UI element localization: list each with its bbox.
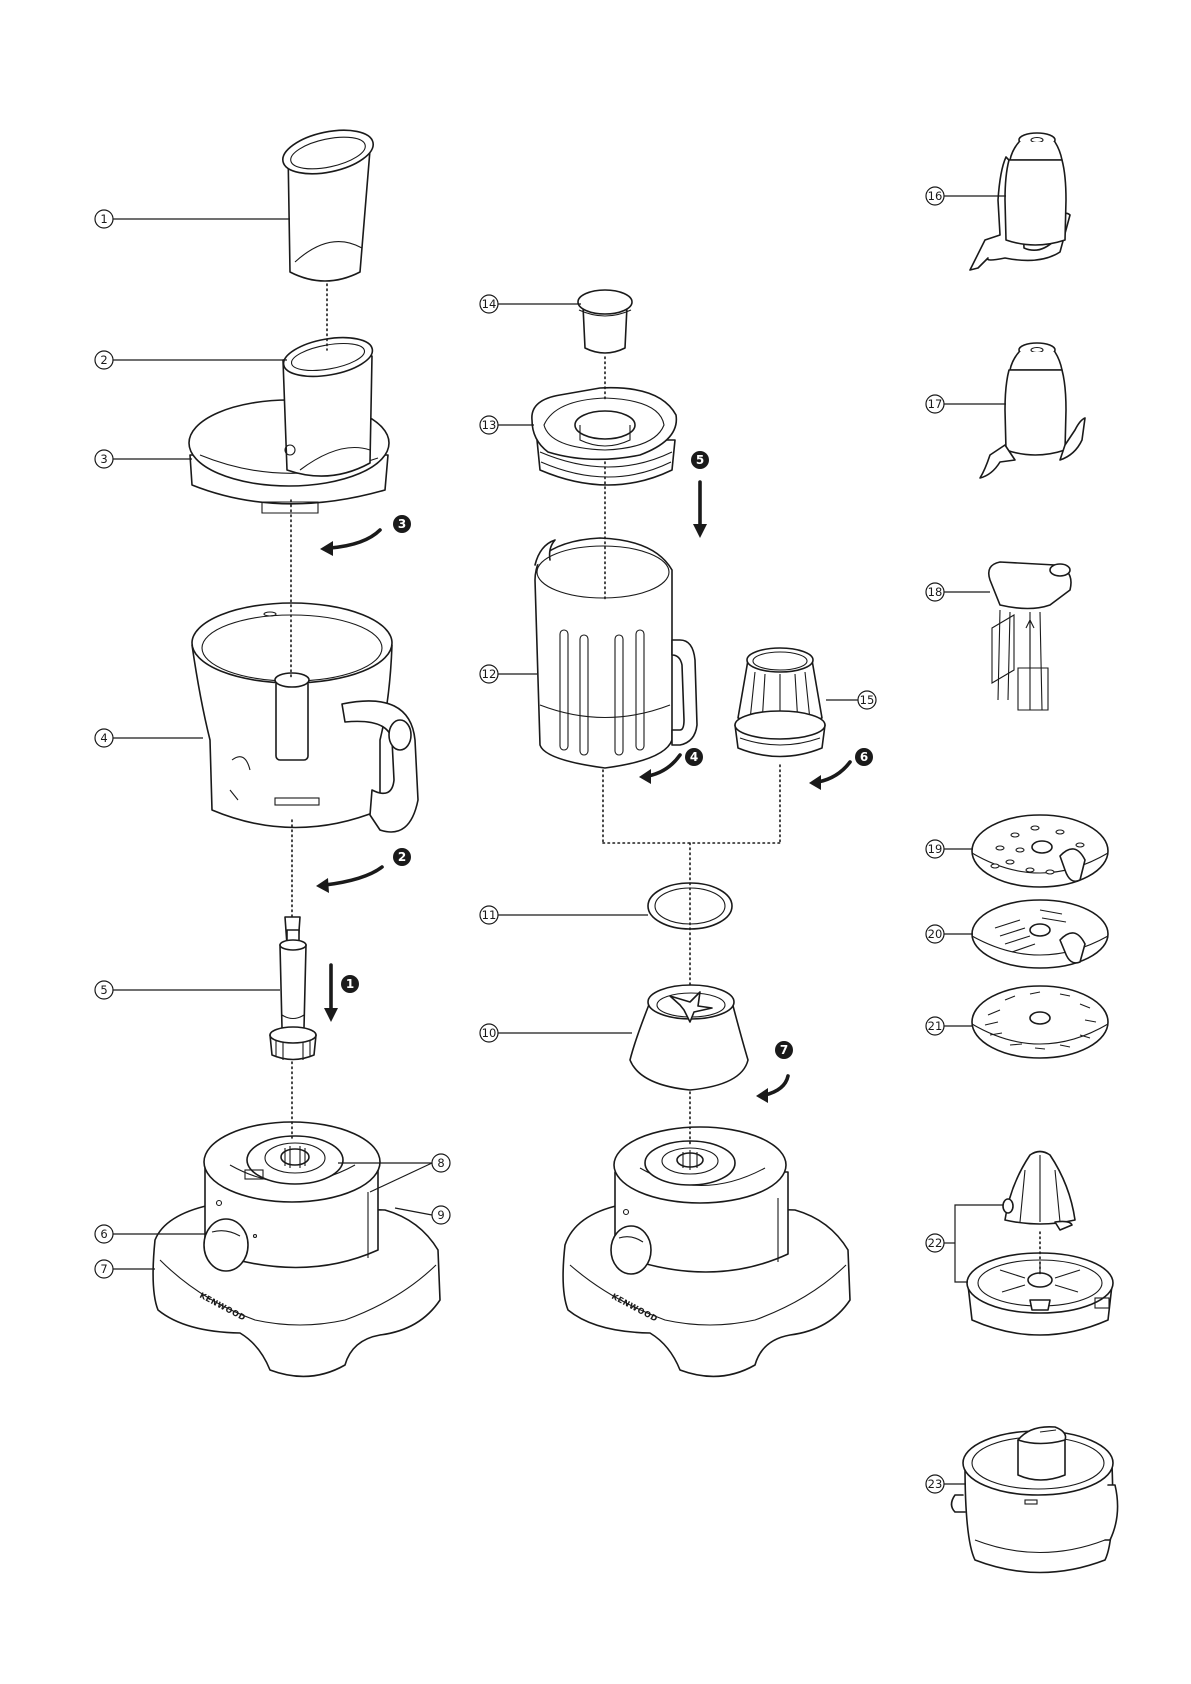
svg-text:5: 5	[696, 453, 704, 467]
mill-jar-illustration	[735, 648, 825, 757]
svg-text:16: 16	[928, 189, 943, 203]
pusher-illustration	[279, 123, 377, 281]
grating-disc-illustration	[972, 900, 1108, 968]
step-badge-6: 6	[855, 748, 873, 766]
callout-part-12: 12	[480, 665, 498, 683]
callout-part-22: 22	[926, 1234, 944, 1252]
step-badge-3: 3	[393, 515, 411, 533]
knife-blade-illustration	[970, 133, 1070, 270]
svg-text:10: 10	[482, 1026, 497, 1040]
svg-text:2: 2	[100, 353, 107, 367]
callout-part-7: 7	[95, 1260, 113, 1278]
callout-part-5: 5	[95, 981, 113, 999]
callout-part-18: 18	[926, 583, 944, 601]
callout-part-15: 15	[858, 691, 876, 709]
blender-lid-illustration	[532, 388, 676, 485]
callout-part-6: 6	[95, 1225, 113, 1243]
svg-text:19: 19	[928, 842, 943, 856]
svg-text:6: 6	[100, 1227, 107, 1241]
callout-part-14: 14	[480, 295, 498, 313]
dicing-kit-illustration	[952, 1427, 1118, 1573]
motor-base-right-illustration: KENWOOD	[563, 1127, 850, 1376]
svg-text:15: 15	[860, 693, 875, 707]
step-badge-7: 7	[775, 1041, 793, 1059]
bowl-illustration	[192, 603, 418, 832]
motor-base-left-illustration: KENWOOD	[153, 1122, 440, 1376]
svg-text:14: 14	[482, 297, 497, 311]
callout-part-17: 17	[926, 395, 944, 413]
callout-part-19: 19	[926, 840, 944, 858]
callout-part-11: 11	[480, 906, 498, 924]
svg-text:1: 1	[100, 212, 107, 226]
svg-text:4: 4	[690, 750, 698, 764]
callout-part-21: 21	[926, 1017, 944, 1035]
svg-text:5: 5	[100, 983, 107, 997]
svg-text:3: 3	[100, 452, 107, 466]
step-badge-2: 2	[393, 848, 411, 866]
callout-part-4: 4	[95, 729, 113, 747]
svg-text:23: 23	[928, 1477, 943, 1491]
svg-text:7: 7	[100, 1262, 107, 1276]
callout-part-20: 20	[926, 925, 944, 943]
blade-unit-illustration	[630, 985, 748, 1090]
svg-text:13: 13	[482, 418, 497, 432]
svg-text:9: 9	[437, 1208, 444, 1222]
filler-cap-illustration	[578, 290, 632, 353]
lid-feed-tube-illustration	[189, 331, 389, 513]
blender-goblet-illustration	[535, 538, 697, 768]
step-badge-1: 1	[341, 975, 359, 993]
callout-part-3: 3	[95, 450, 113, 468]
svg-text:7: 7	[780, 1043, 788, 1057]
callout-part-16: 16	[926, 187, 944, 205]
svg-text:12: 12	[482, 667, 497, 681]
callout-part-8: 8	[432, 1154, 450, 1172]
svg-text:3: 3	[398, 517, 406, 531]
svg-text:20: 20	[928, 927, 943, 941]
drive-shaft-illustration	[270, 917, 316, 1060]
callout-part-10: 10	[480, 1024, 498, 1042]
svg-text:11: 11	[482, 908, 497, 922]
svg-text:6: 6	[860, 750, 868, 764]
callout-part-9: 9	[432, 1206, 450, 1224]
slicing-disc-illustration	[972, 815, 1108, 887]
step-badge-5: 5	[691, 451, 709, 469]
callout-part-13: 13	[480, 416, 498, 434]
callout-part-23: 23	[926, 1475, 944, 1493]
svg-text:4: 4	[100, 731, 107, 745]
callout-part-2: 2	[95, 351, 113, 369]
svg-text:8: 8	[437, 1156, 444, 1170]
svg-text:21: 21	[928, 1019, 943, 1033]
svg-text:2: 2	[398, 850, 406, 864]
dough-tool-illustration	[980, 343, 1085, 478]
svg-text:17: 17	[928, 397, 943, 411]
svg-text:1: 1	[346, 977, 354, 991]
step-badge-4: 4	[685, 748, 703, 766]
whisk-illustration	[989, 562, 1071, 710]
shredding-disc-illustration	[972, 986, 1108, 1058]
callout-part-1: 1	[95, 210, 113, 228]
svg-text:22: 22	[928, 1236, 943, 1250]
svg-text:18: 18	[928, 585, 943, 599]
